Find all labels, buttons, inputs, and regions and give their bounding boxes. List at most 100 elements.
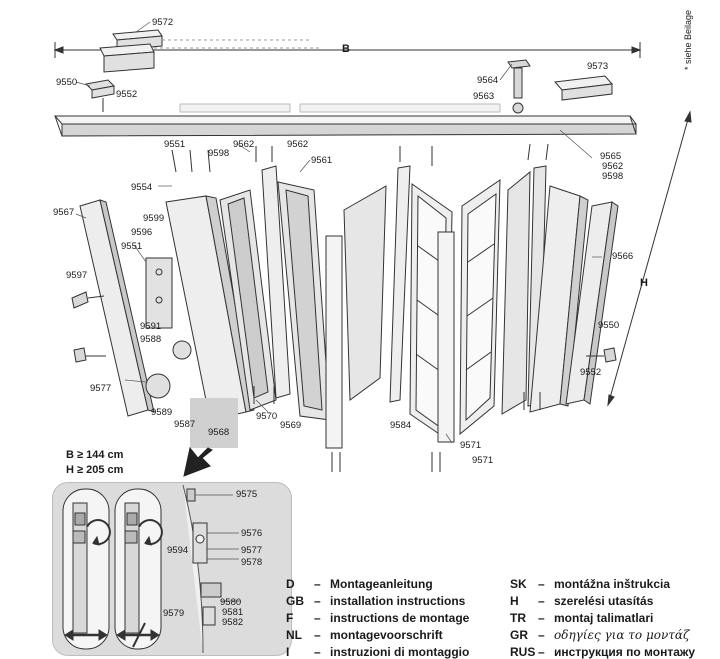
part-label: 9587 bbox=[174, 419, 196, 430]
floor-bracket-left bbox=[73, 347, 106, 363]
panel-9568 bbox=[165, 195, 255, 421]
language-entry-sk: SK–montážna inštrukcia bbox=[510, 577, 670, 591]
part-label: 9551 bbox=[121, 241, 143, 252]
part-label: 9562 bbox=[287, 139, 309, 150]
end-cap-9573 bbox=[553, 75, 614, 101]
part-label: 9579 bbox=[163, 608, 185, 619]
language-code: D bbox=[286, 577, 295, 591]
panel-9570-a bbox=[219, 189, 277, 411]
part-label: 9567 bbox=[53, 207, 75, 218]
part-label: 9596 bbox=[131, 227, 153, 238]
language-text: montážna inštrukcia bbox=[554, 577, 671, 591]
part-label: 9599 bbox=[143, 213, 165, 224]
part-label: 9566 bbox=[612, 251, 634, 262]
center-post bbox=[325, 235, 343, 449]
language-entry-fr: F –instructions de montage bbox=[286, 611, 469, 625]
part-label: 9577 bbox=[90, 383, 112, 394]
part-label: 9561 bbox=[311, 155, 333, 166]
language-code: RUS bbox=[510, 645, 536, 659]
part-label: 9554 bbox=[131, 182, 153, 193]
language-text: szerelési utasítás bbox=[554, 594, 654, 608]
language-dash: – bbox=[538, 645, 545, 659]
language-entry-tr: TR–montaj talimatlari bbox=[510, 611, 653, 625]
language-dash: – bbox=[538, 611, 545, 625]
detail-inset bbox=[52, 482, 292, 656]
post-9571 bbox=[437, 231, 455, 443]
floor-bracket-right bbox=[586, 347, 617, 363]
part-label: 9569 bbox=[280, 420, 302, 431]
part-label: 9597 bbox=[66, 270, 88, 281]
language-entry-nl: NL–montagevoorschrift bbox=[286, 628, 443, 642]
part-label: 9577 bbox=[241, 545, 263, 556]
end-cap-9572 bbox=[99, 29, 320, 73]
part-label: 9598 bbox=[208, 148, 230, 159]
part-label: 9571 bbox=[460, 440, 482, 451]
inset-pointer-arrow bbox=[183, 398, 238, 477]
part-label: 9550 bbox=[598, 320, 620, 331]
part-label: 9588 bbox=[140, 334, 162, 345]
handle-detail-left bbox=[62, 488, 111, 650]
minimum-height: H ≥ 205 cm bbox=[66, 464, 124, 476]
minimum-size-note: B ≥ 144 cm H ≥ 205 cm bbox=[66, 448, 123, 478]
screws-bottom bbox=[253, 386, 541, 472]
lock-mechanism-detail bbox=[182, 484, 241, 654]
language-dash: – bbox=[538, 577, 545, 591]
side-note: * siehe Beilage bbox=[683, 0, 703, 80]
language-code: TR bbox=[510, 611, 526, 625]
language-text: οδηγίες για το μοντάζ bbox=[554, 628, 690, 642]
part-label: 9565 bbox=[600, 151, 622, 162]
language-code: I bbox=[286, 645, 290, 659]
part-label: 9584 bbox=[390, 420, 412, 431]
language-entry-de: D–Montageanleitung bbox=[286, 577, 433, 591]
panel-right-glazed bbox=[459, 179, 501, 436]
height-dimension-line bbox=[607, 110, 692, 407]
language-entry-gr: GR–οδηγίες για το μοντάζ bbox=[510, 628, 690, 642]
inset-drawing bbox=[62, 484, 241, 654]
language-dash: – bbox=[314, 611, 321, 625]
part-label: 9594 bbox=[167, 545, 189, 556]
part-label: 9580 bbox=[220, 597, 242, 608]
roller-assembly-9564 bbox=[507, 59, 531, 114]
language-code: F bbox=[286, 611, 294, 625]
language-text: instruzioni di montaggio bbox=[330, 645, 470, 659]
language-code: SK bbox=[510, 577, 527, 591]
part-label: 9581 bbox=[222, 607, 244, 618]
language-entry-it: I –instruzioni di montaggio bbox=[286, 645, 469, 659]
part-label: 9570 bbox=[256, 411, 278, 422]
language-text: инструкция по монтажу bbox=[554, 645, 696, 659]
minimum-width: B ≥ 144 cm bbox=[66, 449, 124, 461]
language-entry-hu: H–szerelési utasítás bbox=[510, 594, 653, 608]
guide-9597 bbox=[71, 291, 105, 309]
bracket-9550-left bbox=[84, 79, 116, 112]
panel-9570-b bbox=[261, 165, 291, 399]
handle-detail-right bbox=[114, 488, 163, 650]
language-text: instructions de montage bbox=[330, 611, 470, 625]
part-label: 9573 bbox=[587, 61, 609, 72]
panel-9566 bbox=[529, 185, 589, 413]
panel-9569 bbox=[277, 181, 331, 421]
frame-post-9567 bbox=[79, 199, 155, 417]
language-text: installation instructions bbox=[330, 594, 466, 608]
part-label: 9598 bbox=[602, 171, 624, 182]
language-text: montaj talimatlari bbox=[554, 611, 654, 625]
part-label: 9576 bbox=[241, 528, 263, 539]
language-entry-gb: GB–installation instructions bbox=[286, 594, 465, 608]
language-code: GB bbox=[286, 594, 304, 608]
language-code: NL bbox=[286, 628, 302, 642]
language-code: H bbox=[510, 594, 519, 608]
language-dash: – bbox=[314, 628, 321, 642]
part-label: 9552 bbox=[116, 89, 138, 100]
lock-cylinder-9577 bbox=[145, 340, 192, 399]
part-label: 9552 bbox=[580, 367, 602, 378]
part-label: 9591 bbox=[140, 321, 162, 332]
part-label: 9550 bbox=[56, 77, 78, 88]
language-dash: – bbox=[314, 645, 321, 659]
screws-top bbox=[171, 143, 549, 173]
language-text: montagevoorschrift bbox=[330, 628, 443, 642]
side-note-text: * siehe Beilage bbox=[683, 9, 693, 70]
part-label: 9575 bbox=[236, 489, 258, 500]
language-code: GR bbox=[510, 628, 528, 642]
part-label: 9563 bbox=[473, 91, 495, 102]
